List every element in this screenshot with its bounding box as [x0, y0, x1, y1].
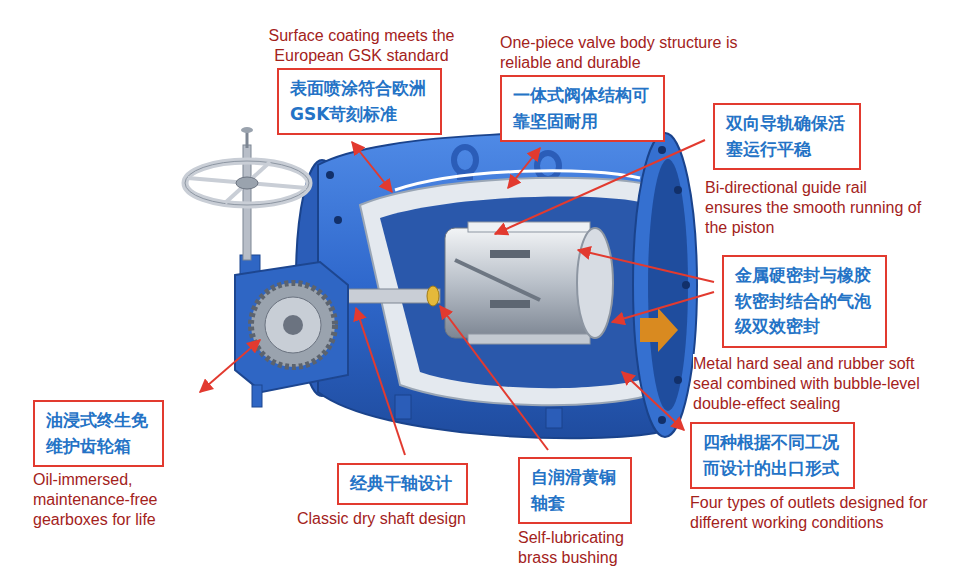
- callout-caption: Four types of outlets designed for diffe…: [690, 493, 945, 533]
- callout-caption: Surface coating meets the European GSK s…: [246, 26, 478, 66]
- leader-line: [495, 140, 705, 234]
- hub: [236, 177, 258, 189]
- piston: [445, 228, 595, 338]
- callout-text: 一体式阀体结构可靠坚固耐用: [513, 83, 652, 134]
- callout-text: 经典干轴设计: [350, 471, 455, 497]
- valve-body: [318, 133, 660, 438]
- callout-text: 四种根据不同工况而设计的出口形式: [703, 430, 842, 481]
- bolt-hole: [658, 146, 666, 154]
- bolt-hole: [658, 416, 666, 424]
- handwheel: [185, 161, 309, 205]
- bolt-hole: [674, 376, 682, 384]
- gearbox-foot: [252, 385, 262, 407]
- guide-rail: [468, 222, 590, 232]
- callout-box: 经典干轴设计Classic dry shaft design: [337, 463, 468, 505]
- shaft: [340, 289, 440, 303]
- leader-line: [578, 250, 714, 282]
- callout-box: 一体式阀体结构可靠坚固耐用One-piece valve body struct…: [500, 75, 665, 142]
- callout-box: 自润滑黄铜轴套Self-lubricating brass bushing: [518, 457, 632, 524]
- callout-text: 自润滑黄铜轴套: [531, 465, 619, 516]
- gear-center: [283, 315, 303, 335]
- piston-face: [577, 228, 613, 338]
- crank-link: [455, 260, 540, 300]
- callout-text: 双向导轨确保活塞运行平稳: [726, 111, 848, 162]
- leader-line: [612, 292, 714, 322]
- eye-bolt: [454, 147, 476, 173]
- callout-box: 四种根据不同工况而设计的出口形式Four types of outlets de…: [690, 422, 855, 489]
- eye-bolt: [537, 153, 559, 179]
- leader-line: [440, 306, 548, 450]
- foot: [546, 408, 562, 428]
- callout-caption: Bi-directional guide rail ensures the sm…: [705, 178, 925, 238]
- stem-tip: [246, 132, 249, 148]
- callout-box: 双向导轨确保活塞运行平稳Bi-directional guide rail en…: [713, 103, 861, 170]
- bolt-hole: [334, 216, 342, 224]
- bolt-hole: [674, 186, 682, 194]
- callout-caption: Classic dry shaft design: [297, 509, 517, 529]
- brass-bushing: [427, 286, 439, 306]
- callout-caption: Oil-immersed, maintenance-free gearboxes…: [33, 470, 208, 530]
- callout-text: 表面喷涂符合欧洲GSK苛刻标准: [290, 76, 429, 127]
- leader-line: [622, 372, 684, 430]
- leader-line: [508, 148, 540, 188]
- piston-slot: [490, 300, 530, 308]
- guide-rail: [468, 334, 590, 344]
- foot: [395, 395, 411, 419]
- callout-caption: Self-lubricating brass bushing: [518, 528, 658, 568]
- leader-line: [200, 340, 260, 392]
- bolt-hole: [682, 281, 690, 289]
- leader-line: [352, 142, 392, 192]
- callout-box: 表面喷涂符合欧洲GSK苛刻标准Surface coating meets the…: [277, 68, 442, 135]
- callout-box: 金属硬密封与橡胶软密封结合的气泡级双效密封Metal hard seal and…: [722, 255, 887, 348]
- callout-text: 金属硬密封与橡胶软密封结合的气泡级双效密封: [735, 263, 874, 340]
- callout-box: 油浸式终生免维护齿轮箱Oil-immersed, maintenance-fre…: [33, 400, 164, 467]
- gearbox: [235, 262, 348, 392]
- handwheel-edge: [185, 161, 309, 205]
- stem-cap: [241, 127, 253, 133]
- flow-arrow: [640, 308, 678, 352]
- gear: [251, 283, 335, 367]
- callout-caption: One-piece valve body structure is reliab…: [500, 33, 750, 73]
- callout-caption: Metal hard seal and rubber soft seal com…: [693, 354, 945, 414]
- gear-hub: [265, 297, 321, 353]
- leader-line: [356, 308, 405, 455]
- cut-edge: [395, 171, 640, 190]
- callout-text: 油浸式终生免维护齿轮箱: [46, 408, 151, 459]
- bolt-hole: [326, 171, 334, 179]
- piston-slot: [490, 250, 530, 258]
